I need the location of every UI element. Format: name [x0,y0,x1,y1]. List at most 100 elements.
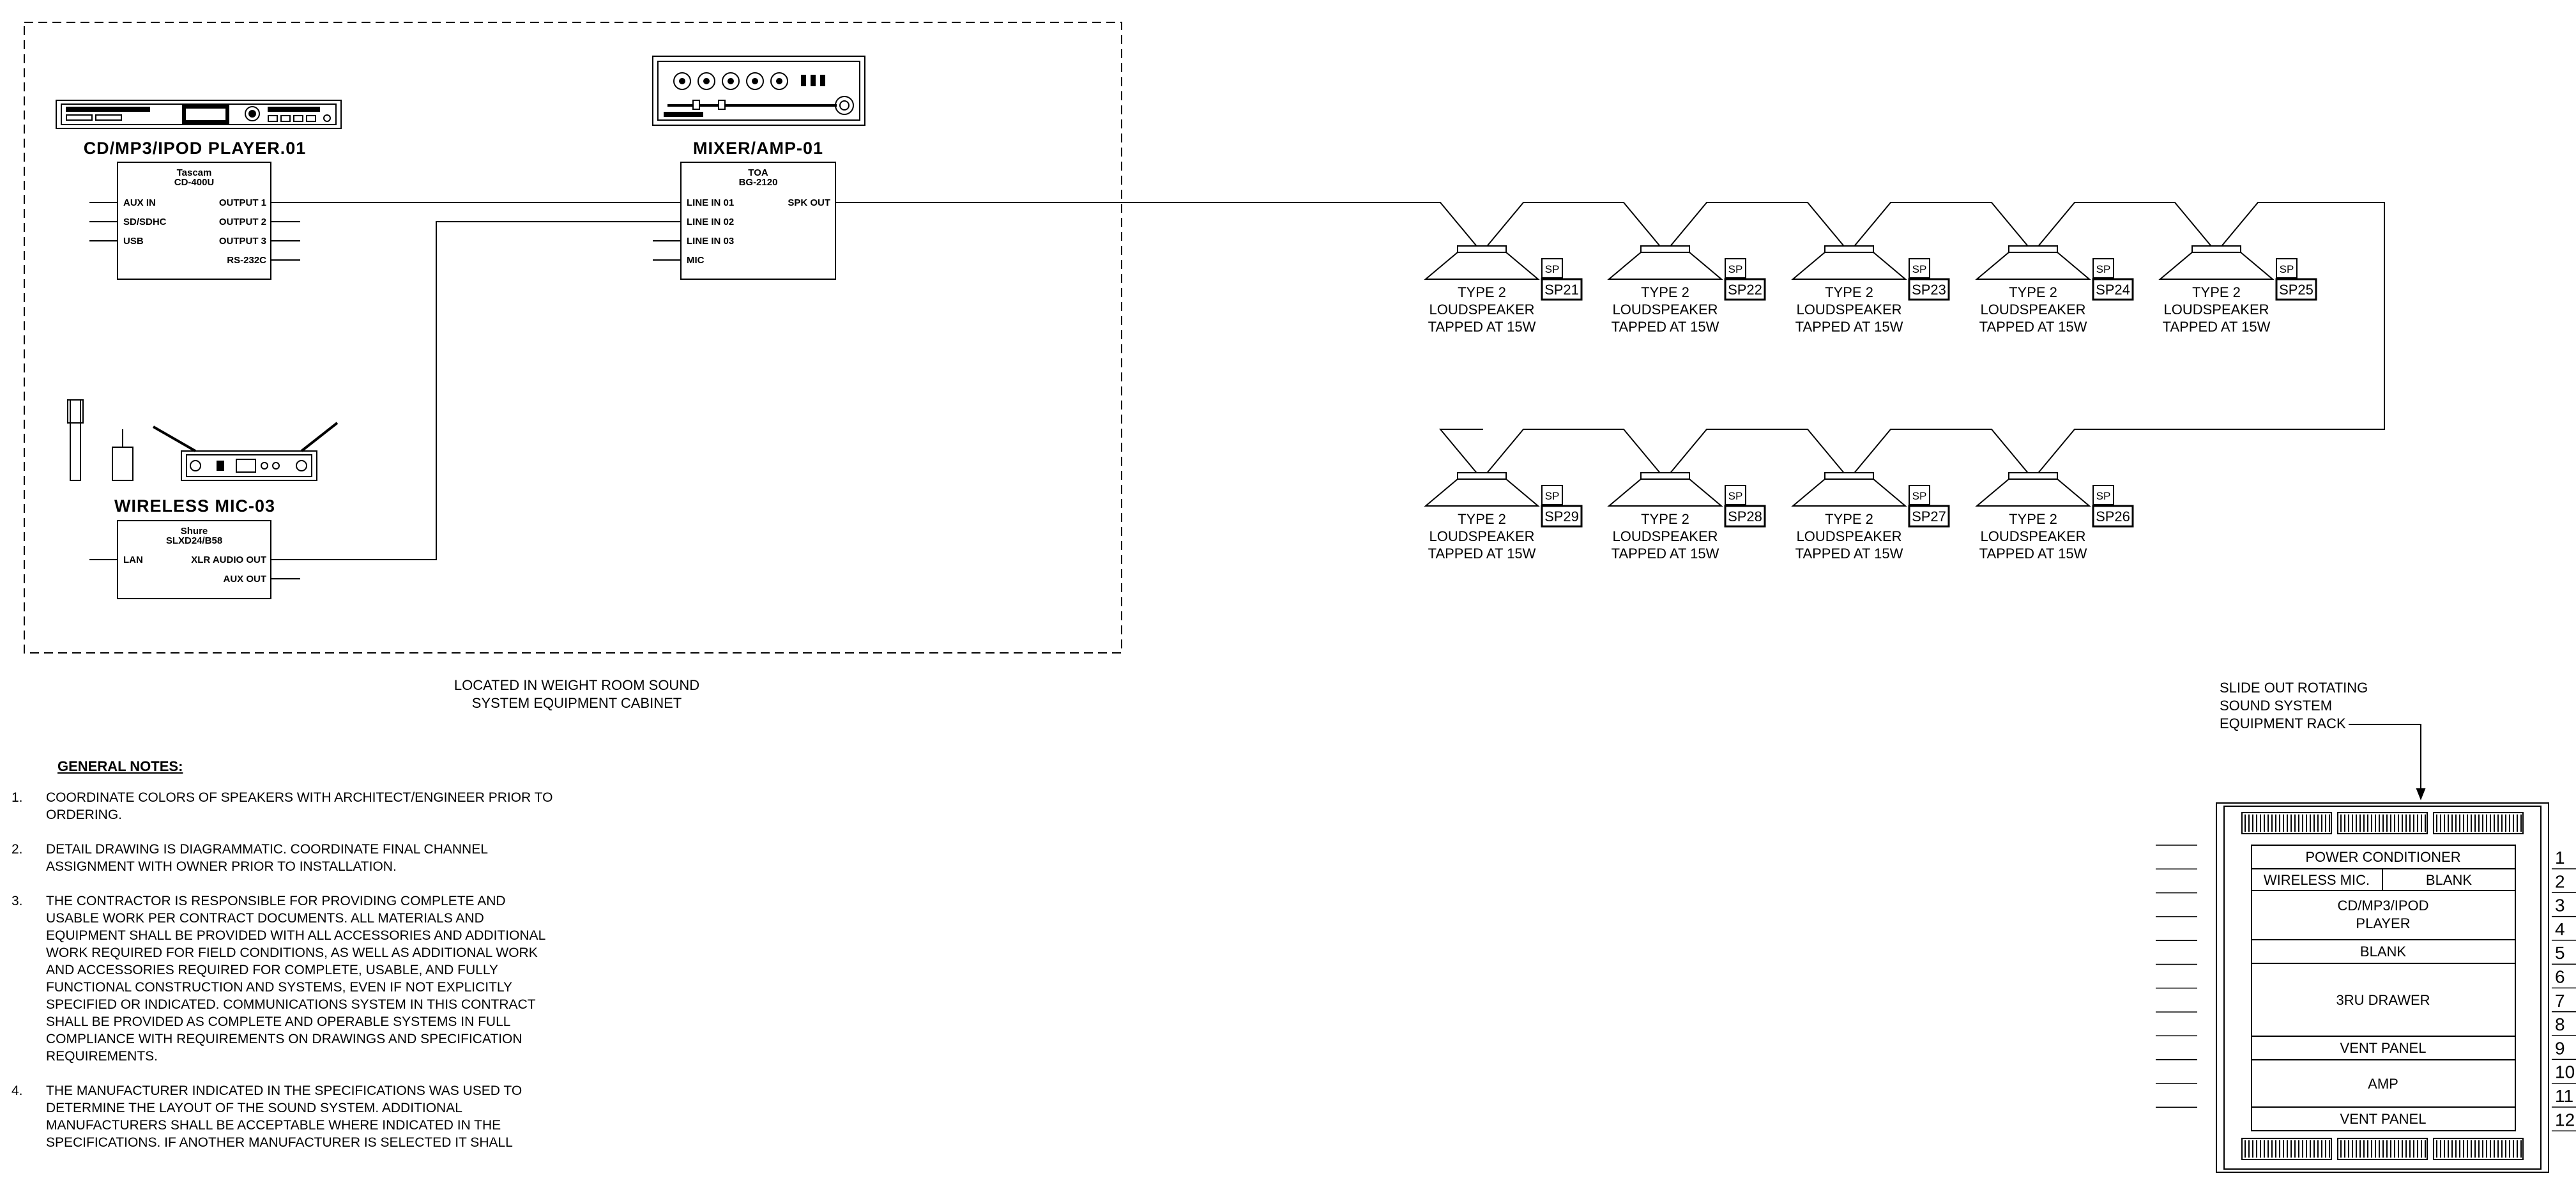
speaker-id: SP26 [2096,509,2130,524]
speaker-driver [2008,472,2058,480]
speaker-type-line: TAPPED AT 15W [1612,546,1719,562]
note-number: 4. [11,1083,23,1098]
speaker-type-line: LOUDSPEAKER [1980,302,2085,317]
speaker-type-line: LOUDSPEAKER [1612,302,1718,317]
speaker-sp-tag-box [1541,258,1563,279]
mixer-input-line3: LINE IN 03 [687,236,734,247]
speaker-driver [2191,245,2241,253]
speaker-id-box [2092,278,2134,301]
note-text: THE CONTRACTOR IS RESPONSIBLE FOR PROVID… [46,894,545,1064]
speaker-cone-icon [1424,478,1540,507]
cabinet-note-line-2: SYSTEM EQUIPMENT CABINET [472,695,682,711]
rack-wireless-mic: WIRELESS MIC. [2264,872,2370,888]
general-notes-heading: GENERAL NOTES: [57,758,183,774]
speaker-id-box [1724,278,1766,301]
cd-input-sd: SD/SDHC [123,217,167,227]
speaker-type-line: TAPPED AT 15W [1795,546,1903,562]
speaker-id: SP27 [1912,509,1946,524]
speaker-driver [1824,245,1874,253]
speaker-id: SP24 [2096,282,2130,298]
cd-player-box [117,162,271,280]
rack-frame [2216,802,2549,1173]
vent-slot-panel [2241,1138,2332,1160]
speaker-sp-tag-box [1725,485,1746,505]
rack-unit-number: 1 [2555,848,2565,868]
note-number: 1. [11,790,23,805]
rack-amp: AMP [2368,1076,2398,1092]
mixer-model: BG-2120 [739,177,778,188]
speaker-sp-tag: SP [1545,263,1560,275]
speaker-type-line: LOUDSPEAKER [2163,302,2269,317]
rack-unit-number: 10 [2555,1062,2575,1082]
rack-unit-number: 3 [2555,896,2565,915]
speaker-type-line: TYPE 2 [1825,284,1873,300]
speaker-sp-tag: SP [1912,263,1927,275]
mixer-box [680,162,836,280]
cd-player-title: CD/MP3/IPOD PLAYER.01 [84,139,307,158]
speaker-cone-icon [1424,252,1540,280]
speaker-id: SP25 [2279,282,2313,298]
speaker-driver [2008,245,2058,253]
wireless-output-aux: AUX OUT [224,574,267,585]
rack-unit-number: 9 [2555,1038,2565,1058]
cd-input-aux: AUX IN [123,197,156,208]
speaker-cone-icon [2158,252,2275,280]
rack-unit-number: 8 [2555,1014,2565,1034]
speaker-cone-icon [1791,478,1907,507]
wireless-mic-illustration [67,399,339,481]
speaker-cone-icon [1607,252,1723,280]
speaker-type-line: TYPE 2 [1825,511,1873,527]
rack-vents [2241,812,2524,1160]
speaker-sp-tag-box [1909,485,1930,505]
speaker-id-box [2092,505,2134,528]
rack-cd-line-1: CD/MP3/IPOD [2337,898,2428,914]
cd-player-model: CD-400U [174,177,215,188]
speaker-sp-tag: SP [1728,490,1743,502]
cabinet-note-line-1: LOCATED IN WEIGHT ROOM SOUND [454,677,699,693]
wireless-mic-make: Shure [181,526,208,537]
speaker-type-line: LOUDSPEAKER [1980,528,2085,544]
speaker-type-line: TAPPED AT 15W [2163,319,2271,335]
rack-unit-number: 11 [2555,1086,2573,1106]
speaker-id: SP21 [1544,282,1579,298]
rack-slots [2251,845,2516,1131]
note-text: DETAIL DRAWING IS DIAGRAMMATIC. COORDINA… [46,842,488,874]
cd-output-2: OUTPUT 2 [219,217,266,227]
speaker-sp-tag: SP [1545,490,1560,502]
note-item: 3.THE CONTRACTOR IS RESPONSIBLE FOR PROV… [11,892,554,1065]
rack-callout-leader [2349,724,2426,800]
vent-slot-panel [2433,812,2524,834]
speaker-type-line: TYPE 2 [2192,284,2241,300]
speaker-line [835,202,2385,480]
speaker-type-line: TAPPED AT 15W [1612,319,1719,335]
wireless-input-lan: LAN [123,555,143,565]
speaker-sp-tag-box [2276,258,2298,279]
rack-unit-number: 7 [2555,991,2565,1011]
cd-player-make: Tascam [177,167,212,178]
cd-output-rs232: RS-232C [227,255,266,266]
vent-slot-panel [2241,812,2332,834]
rack-unit-number: 4 [2555,919,2565,939]
speaker-sp-tag-box [1909,258,1930,279]
general-notes: GENERAL NOTES: 1.COORDINATE COLORS OF SP… [11,758,554,1168]
speaker-cone-icon [1975,252,2091,280]
vent-slot-panel [2337,812,2428,834]
speaker-cone-icon [1607,478,1723,507]
mixer-output-spk: SPK OUT [788,197,830,208]
speaker-driver [1457,472,1507,480]
speaker-id-box [1541,505,1583,528]
rack-unit-number: 12 [2555,1110,2575,1129]
speaker-sp-tag-box [2092,485,2114,505]
speaker-driver [1640,472,1690,480]
speaker-id-box [1541,278,1583,301]
note-text: THE MANUFACTURER INDICATED IN THE SPECIF… [46,1083,522,1150]
vent-slot-panel [2433,1138,2524,1160]
rack-callout-line-1: SLIDE OUT ROTATING [2220,680,2368,696]
note-item: 2.DETAIL DRAWING IS DIAGRAMMATIC. COORDI… [11,841,554,875]
rack-unit-number: 6 [2555,967,2565,987]
